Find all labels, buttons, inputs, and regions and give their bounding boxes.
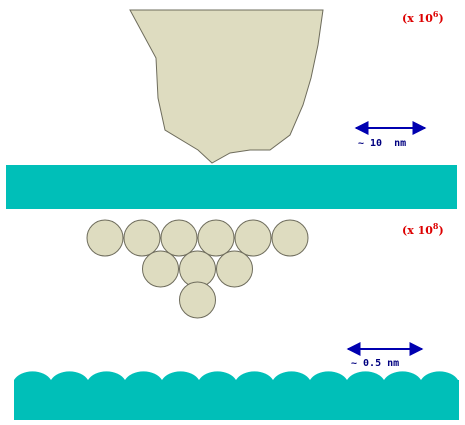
sample-surface-atomic <box>14 371 459 420</box>
magnification-label-bottom: (x 108) <box>402 221 444 237</box>
magnification-label-top: (x 106) <box>402 9 444 25</box>
tip-atom <box>271 219 309 257</box>
tip-atom <box>179 281 216 319</box>
sample-surface-top <box>6 165 457 209</box>
tip-atom <box>86 219 124 257</box>
tip-atoms <box>86 219 309 319</box>
tip-atom <box>216 250 253 288</box>
tip-atom <box>197 219 235 257</box>
scale-label-top: ~ 10 nm <box>358 138 406 149</box>
tip-atom <box>160 219 198 257</box>
scale-label-bottom: ~ 0.5 nm <box>351 358 399 369</box>
tip-atom <box>142 250 179 288</box>
stm-tip <box>129 9 324 164</box>
tip-atom <box>123 219 161 257</box>
tip-atom <box>234 219 272 257</box>
